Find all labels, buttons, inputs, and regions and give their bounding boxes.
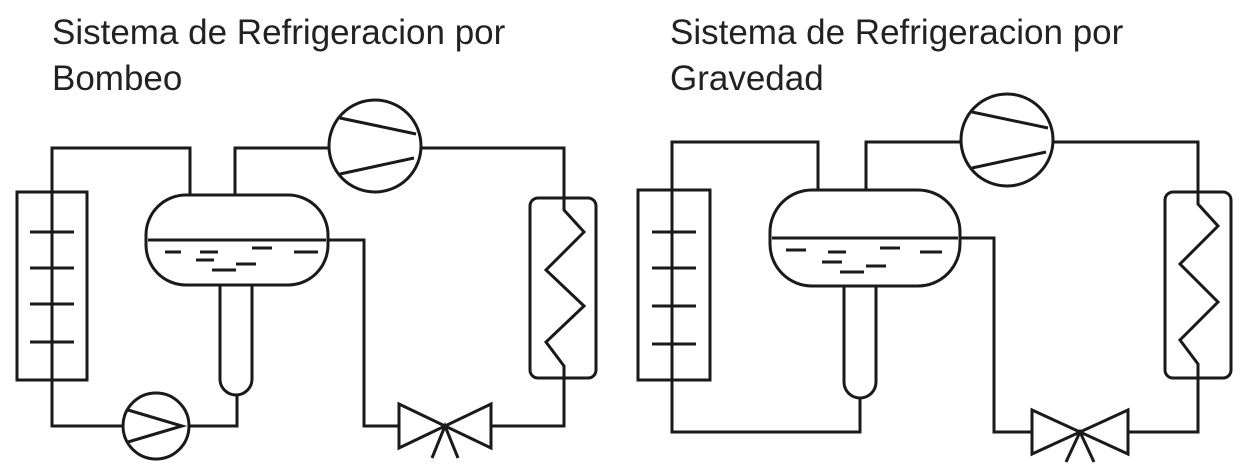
bombeo-compressor bbox=[327, 98, 423, 194]
diagram-title-gravedad-line1: Sistema de Refrigeracion por bbox=[670, 13, 1124, 52]
diagram-gravedad bbox=[636, 92, 1233, 463]
diagram-title-bombeo-line2: Bombeo bbox=[52, 59, 183, 98]
gravedad-separator-tank bbox=[768, 188, 962, 400]
bombeo-expansion-valve bbox=[397, 401, 493, 459]
gravedad-evaporator bbox=[636, 188, 712, 382]
gravedad-condenser bbox=[1163, 190, 1233, 380]
gravedad-expansion-valve bbox=[1030, 407, 1130, 463]
bombeo-pump bbox=[121, 391, 191, 461]
bombeo-pipes bbox=[50, 146, 566, 428]
diagram-title-gravedad-line2: Gravedad bbox=[670, 59, 824, 98]
bombeo-evaporator bbox=[15, 190, 89, 382]
gravedad-pipes bbox=[670, 140, 1200, 434]
bombeo-condenser bbox=[528, 196, 598, 380]
diagram-bombeo bbox=[15, 98, 598, 461]
gravedad-compressor bbox=[959, 92, 1055, 188]
diagram-title-bombeo-line1: Sistema de Refrigeracion por bbox=[52, 13, 506, 52]
bombeo-separator-tank bbox=[144, 193, 330, 397]
